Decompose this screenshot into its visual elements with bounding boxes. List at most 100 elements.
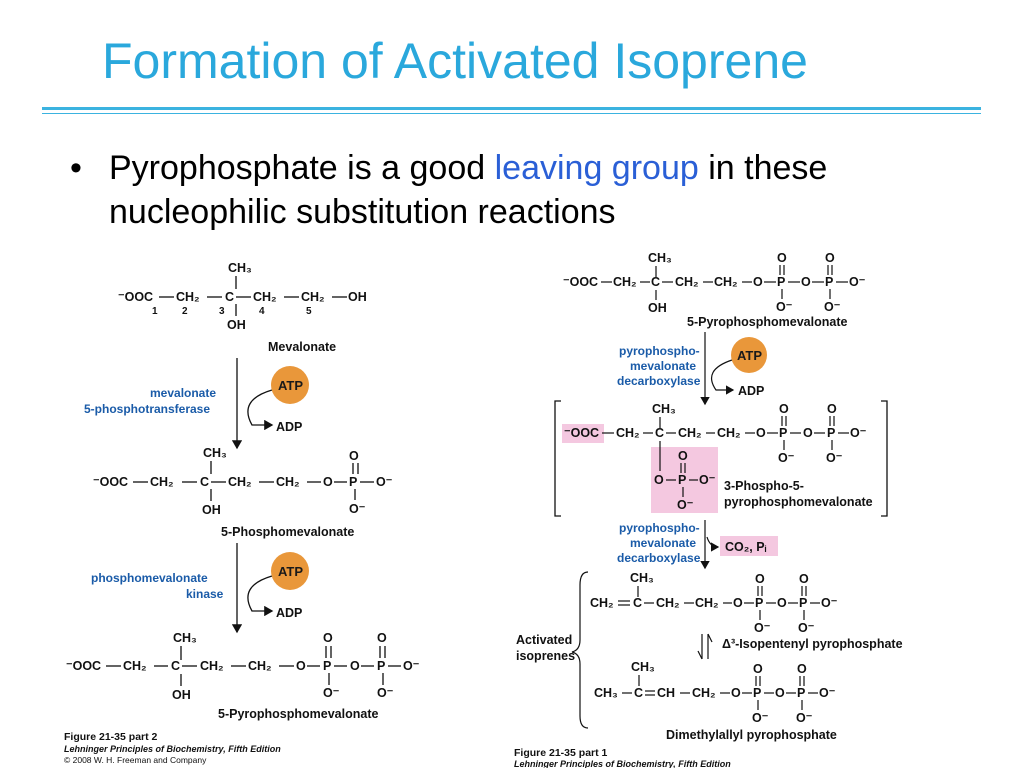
p-label: P [797, 686, 805, 700]
enzyme2-line2: kinase [186, 587, 224, 601]
ominus-label: O⁻ [377, 686, 394, 700]
carbon-number-2: 2 [182, 306, 188, 317]
mevalonate-structure: CH₃ ⁻OOC CH₂ C CH₂ CH₂ OH OH 1 2 3 4 5 M… [118, 261, 367, 354]
p-label: P [323, 659, 331, 673]
carbon-number-3: 3 [219, 306, 225, 317]
ominus-label: O⁻ [796, 711, 813, 725]
ch3-label: CH₃ [630, 571, 654, 585]
p-label: P [825, 275, 833, 289]
ch2-label: CH₂ [301, 290, 325, 304]
ch3-label: CH₃ [631, 660, 655, 674]
intermediate-structure: CH₃ ⁻OOC CH₂ C CH₂ CH₂ O P O P O⁻ O O [554, 400, 888, 517]
ch2-label: CH₂ [714, 275, 738, 289]
ominus-label: O⁻ [403, 659, 420, 673]
isopentenyl-pyrophosphate-structure: CH₃ CH₂ C CH₂ CH₂ O P O P O⁻ O O [590, 571, 838, 635]
oh-label: OH [202, 503, 221, 517]
ch3-label: CH₃ [228, 261, 252, 275]
bullet-text-pre: Pyrophosphate is a good [109, 149, 495, 187]
atp-circle [731, 337, 767, 373]
phosphomevalonate-name: 5-Phosphomevalonate [221, 525, 354, 539]
released-highlight [720, 536, 778, 556]
o-label: O [825, 251, 835, 265]
oh-label: OH [227, 318, 246, 332]
p-label: P [349, 475, 357, 489]
carboxylate-label: ⁻OOC [564, 426, 599, 440]
ch-label: CH [657, 686, 675, 700]
p-label: P [753, 686, 761, 700]
ch2-label: CH₂ [276, 475, 300, 489]
ominus-label: O⁻ [349, 502, 366, 516]
ch2-label: CH₂ [695, 596, 719, 610]
left-panel: CH₃ ⁻OOC CH₂ C CH₂ CH₂ OH OH 1 2 3 4 5 M… [64, 261, 420, 765]
o-label: O [827, 402, 837, 416]
ch3-label: CH₃ [173, 631, 197, 645]
o-label: O [777, 596, 787, 610]
ominus-label: O⁻ [776, 300, 793, 314]
figure-copyright: © 2008 W. H. Freeman and Company [64, 755, 207, 765]
intermediate-name-line2: pyrophosphomevalonate [724, 495, 873, 509]
atp-circle [271, 366, 309, 404]
enzyme-line1: pyrophospho- [619, 344, 700, 358]
o-label: O [799, 572, 809, 586]
enzyme1-line1: mevalonate [150, 386, 216, 400]
c-label: C [171, 659, 180, 673]
o-label: O [323, 631, 333, 645]
o-label: O [678, 449, 688, 463]
bullet-text-post: in these nucleophilic substitution react… [109, 149, 828, 231]
ch2-label: CH₂ [253, 290, 277, 304]
ominus-label: O⁻ [850, 426, 867, 440]
enzyme-line2: mevalonate [630, 536, 696, 550]
activated-label-line2: isoprenes [516, 649, 575, 663]
p-label: P [777, 275, 785, 289]
o-label: O [296, 659, 306, 673]
step1-arrow: ATP ADP mevalonate 5-phosphotransferase [84, 358, 309, 450]
atp-label: ATP [278, 564, 303, 579]
o-label: O [350, 659, 360, 673]
pyrophosphomevalonate-name: 5-Pyrophosphomevalonate [687, 315, 847, 329]
atp-label: ATP [278, 378, 303, 393]
carboxyl-highlight [562, 424, 604, 443]
phosphomevalonate-structure: CH₃ ⁻OOC CH₂ C CH₂ CH₂ O P O⁻ O O⁻ OH 5-… [93, 446, 393, 539]
o-label: O [803, 426, 813, 440]
ch2-label: CH₂ [150, 475, 174, 489]
ch3-label: CH₃ [203, 446, 227, 460]
carboxylate-label: ⁻OOC [66, 659, 101, 673]
o-label: O [801, 275, 811, 289]
oh-label: OH [348, 290, 367, 304]
carbon-number-5: 5 [306, 306, 312, 317]
p-label: P [377, 659, 385, 673]
enzyme2-line1: phosphomevalonate [91, 571, 208, 585]
p-label: P [779, 426, 787, 440]
right-panel: CH₃ ⁻OOC CH₂ C CH₂ CH₂ O P O P O⁻ O O [514, 251, 903, 768]
c-label: C [633, 596, 642, 610]
ominus-label: O⁻ [323, 686, 340, 700]
intermediate-name-line1: 3-Phospho-5- [724, 479, 804, 493]
ch3-label: CH₃ [648, 251, 672, 265]
ch2-label: CH₂ [692, 686, 716, 700]
enzyme-line3: decarboxylase [617, 551, 701, 565]
o-label: O [349, 449, 359, 463]
oh-label: OH [648, 301, 667, 315]
figure-part1-label: Figure 21-35 part 1 [514, 747, 608, 759]
isopentenyl-name: Δ³-Isopentenyl pyrophosphate [722, 637, 903, 651]
ch2-label: CH₂ [717, 426, 741, 440]
adp-label: ADP [738, 384, 764, 398]
ch2-label: CH₂ [675, 275, 699, 289]
o-label: O [777, 251, 787, 265]
carboxylate-label: ⁻OOC [563, 275, 598, 289]
carboxylate-label: ⁻OOC [118, 290, 153, 304]
o-label: O [779, 402, 789, 416]
activated-isoprenes-brace [571, 571, 589, 729]
ch3-label: CH₃ [652, 402, 676, 416]
p-label: P [755, 596, 763, 610]
enzyme-line3: decarboxylase [617, 374, 701, 388]
slide-title: Formation of Activated Isoprene [102, 33, 808, 89]
ch2-label: CH₂ [590, 596, 614, 610]
enzyme-line2: mevalonate [630, 359, 696, 373]
pyrophosphomevalonate-structure: CH₃ ⁻OOC CH₂ C CH₂ CH₂ O P O P O⁻ O O [66, 631, 420, 721]
o-label: O [377, 631, 387, 645]
phosphate-highlight [651, 447, 718, 513]
c-label: C [634, 686, 643, 700]
ominus-label: O⁻ [849, 275, 866, 289]
